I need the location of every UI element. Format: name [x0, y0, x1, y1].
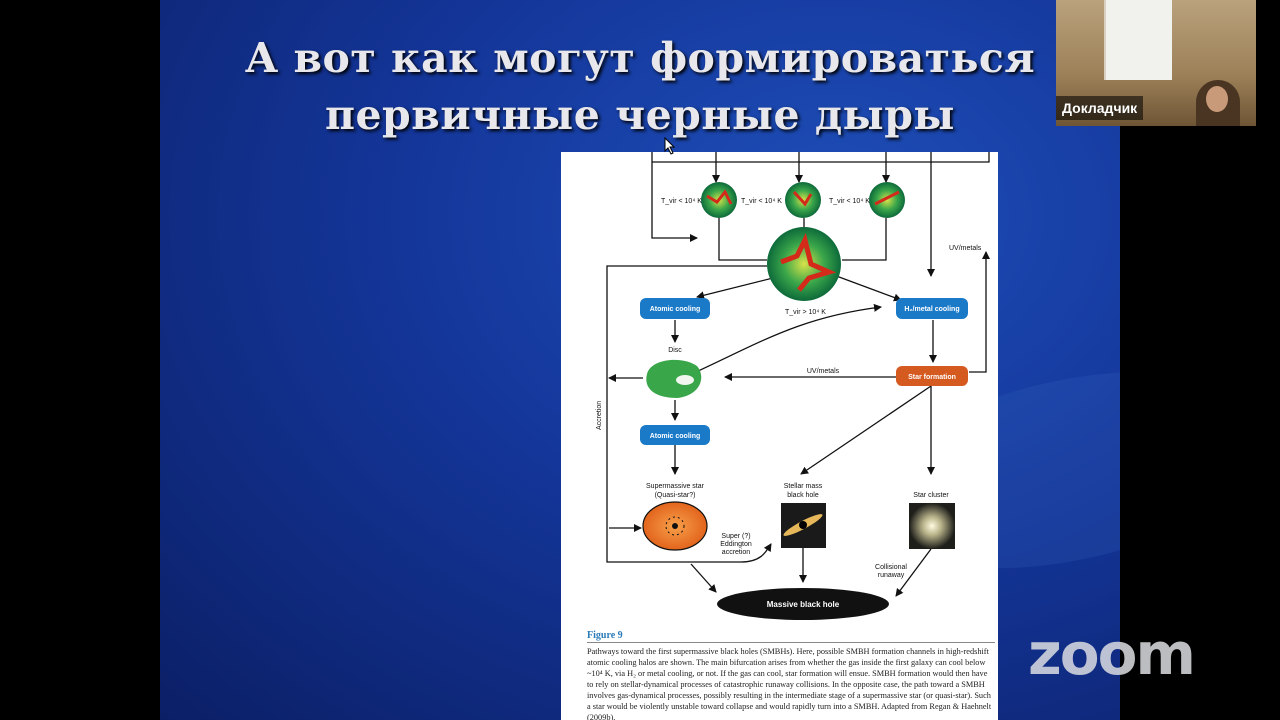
- caption-divider: [587, 642, 995, 643]
- flow-diagram: T_vir < 10⁴ K T_vir < 10⁴ K T_vir < 10⁴ …: [596, 152, 990, 620]
- tvir-label-1: T_vir < 10⁴ K: [661, 198, 702, 205]
- atomic-cooling-label-2: Atomic cooling: [650, 433, 701, 440]
- projection-screen: [1104, 0, 1172, 80]
- supermassive-star-image: [642, 501, 708, 551]
- zoom-logo-watermark: zoom: [1028, 620, 1196, 688]
- connector-lines: [606, 152, 990, 597]
- atomic-cooling-box-2: [640, 425, 710, 445]
- star-formation-box: [896, 366, 968, 386]
- mouse-cursor-icon: [664, 136, 676, 160]
- atomic-cooling-label-1: Atomic cooling: [650, 306, 701, 313]
- collisional-label: Collisional: [875, 564, 907, 571]
- star-cluster-label: Star cluster: [913, 492, 949, 499]
- stellar-mass-label: Stellar mass: [784, 483, 823, 490]
- super-eddington-label-2: Eddington: [720, 541, 752, 548]
- disc-label: Disc: [668, 347, 682, 354]
- presenter-video-tile[interactable]: Докладчик: [1056, 0, 1256, 126]
- figure-caption-text: Pathways toward the first supermassive b…: [587, 647, 992, 720]
- quasi-star-label: (Quasi-star?): [655, 492, 696, 499]
- slide-title-line-2: первичные черные дыры: [324, 91, 956, 139]
- h2-metal-cooling-box: [896, 298, 968, 319]
- atomic-cooling-box-1: [640, 298, 710, 319]
- small-halo-2: [785, 182, 821, 218]
- supermassive-star-label: Supermassive star: [646, 483, 705, 490]
- super-eddington-label-3: accretion: [722, 549, 751, 556]
- presenter-face: [1206, 86, 1228, 112]
- stellar-black-hole-image: [781, 503, 826, 548]
- runaway-label: runaway: [878, 572, 905, 579]
- super-eddington-label-1: Super (?): [721, 533, 750, 540]
- small-halo-3: [869, 182, 905, 218]
- presentation-slide: А вот как могут формироваться первичные …: [160, 0, 1120, 720]
- large-halo: [767, 227, 841, 301]
- figure-caption-heading: Figure 9: [587, 630, 623, 641]
- slide-title: А вот как могут формироваться первичные …: [160, 30, 1120, 144]
- black-hole-label: black hole: [787, 492, 819, 499]
- massive-black-hole-label: Massive black hole: [767, 600, 840, 609]
- star-formation-label: Star formation: [908, 374, 956, 381]
- star-cluster-image: [909, 503, 955, 549]
- tvir-label-4: T_vir > 10⁴ K: [785, 309, 826, 316]
- smbh-pathways-figure: T_vir < 10⁴ K T_vir < 10⁴ K T_vir < 10⁴ …: [561, 152, 998, 720]
- h2-metal-cooling-label: H₂/metal cooling: [904, 306, 959, 313]
- slide-title-line-1: А вот как могут формироваться: [244, 34, 1036, 82]
- uv-metals-mid-label: UV/metals: [807, 368, 840, 375]
- small-halo-1: [701, 182, 737, 218]
- participant-name-tag: Докладчик: [1056, 96, 1144, 120]
- uv-metals-top-label: UV/metals: [949, 245, 982, 252]
- massive-black-hole-node: [717, 588, 889, 620]
- accretion-label: Accretion: [596, 401, 603, 430]
- tvir-label-3: T_vir < 10⁴ K: [829, 198, 870, 205]
- disc-image: [646, 359, 702, 398]
- tvir-label-2: T_vir < 10⁴ K: [741, 198, 782, 205]
